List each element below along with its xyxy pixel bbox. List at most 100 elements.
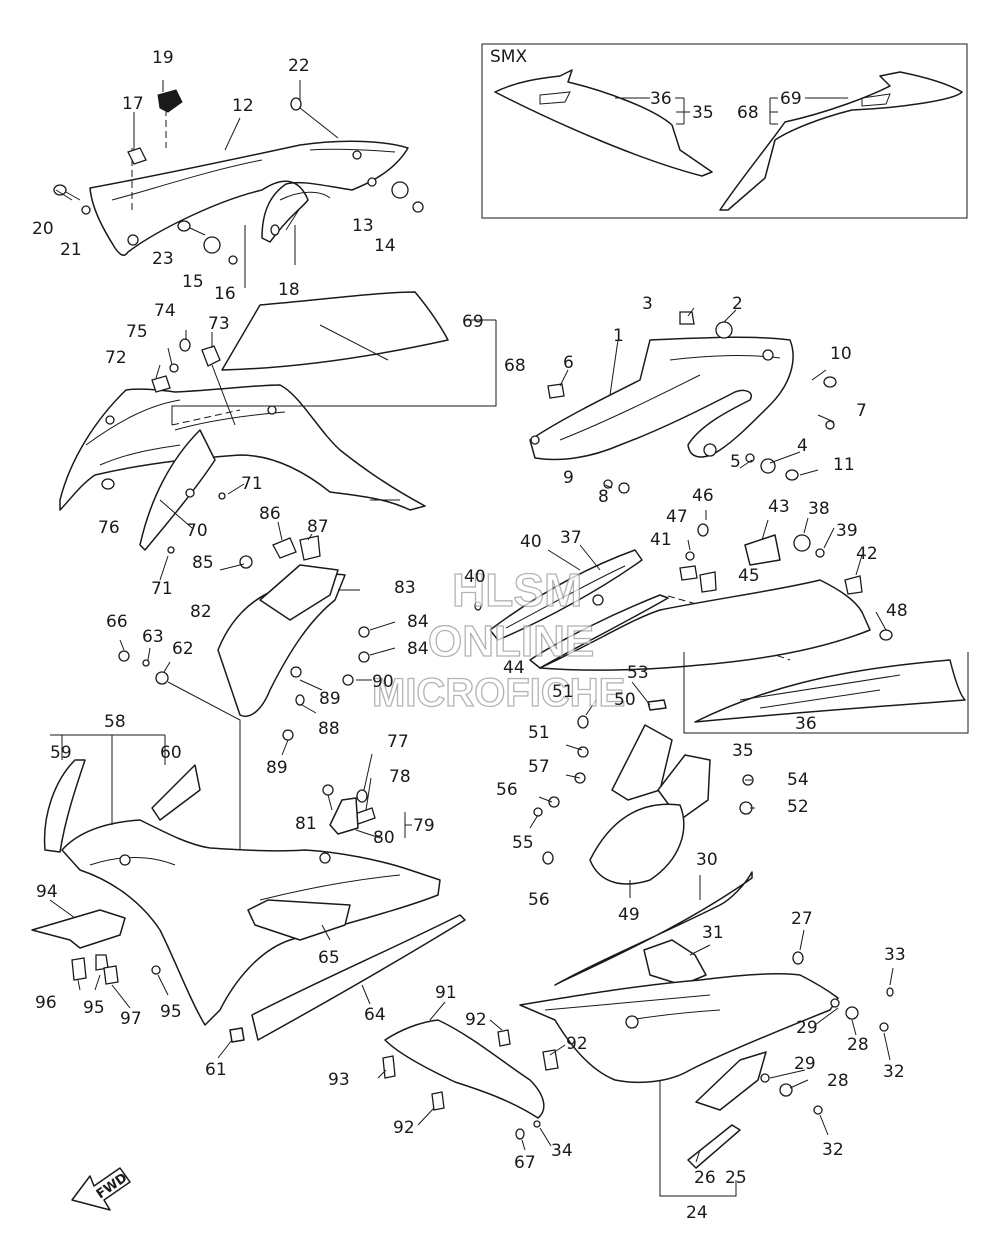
callout-51a: 51 [552,682,574,702]
callout-44: 44 [503,658,525,678]
callout-63: 63 [142,627,164,647]
callout-33: 33 [884,945,906,965]
callout-26: 26 [694,1168,716,1188]
bracket-80 [329,797,359,835]
bolt-33 [886,987,894,997]
callout-83: 83 [394,578,416,598]
bolt-56a [548,796,560,808]
bolt-48 [879,629,893,641]
nut-18 [270,224,280,236]
callout-68: 68 [504,356,526,376]
side-cowling-right [539,523,969,734]
washer-71a [218,492,226,500]
nut-72 [151,375,171,393]
front-cowling-right-1 [529,336,794,461]
smx-right-side-panel [719,71,963,211]
callout-5: 5 [730,452,741,472]
callout-32b: 32 [822,1140,844,1160]
callout-29a: 29 [796,1018,818,1038]
callout-85: 85 [192,553,214,573]
fasteners-side-left [101,338,236,554]
callout-16: 16 [214,284,236,304]
under-cowling-right [519,871,894,1197]
molding-44 [529,594,669,669]
washer-71b [167,546,175,554]
callout-64: 64 [364,1005,386,1025]
clip-87 [299,535,321,561]
grommet-15 [203,236,221,254]
bolt-22 [290,97,302,111]
front-cowling-12 [89,98,409,256]
bolt-66 [118,650,130,662]
bracket-94-group [31,909,161,985]
callout-58: 58 [104,712,126,732]
nut-42 [844,575,863,595]
callout-97: 97 [120,1009,142,1029]
callout-75: 75 [126,322,148,342]
bolt-32a [879,1022,889,1032]
bolt-23 [177,220,191,232]
fastener-96 [71,957,87,981]
callout-7: 7 [856,401,867,421]
callout-20: 20 [32,219,54,239]
callout-21: 21 [60,240,82,260]
clip-73 [201,345,221,367]
inner-panels-right [533,699,754,885]
callout-41: 41 [650,530,672,550]
callout-32a: 32 [883,1062,905,1082]
clip-61 [229,1027,245,1043]
inner-panel-82 [217,573,346,717]
callout-4: 4 [797,436,808,456]
under-cowling-body [61,819,441,1026]
callout-14: 14 [374,236,396,256]
callout-53: 53 [627,663,649,683]
nut-41 [679,565,698,581]
bolt-77 [356,789,368,803]
collar-7 [825,420,835,430]
bolt-88 [295,694,305,706]
callout-87: 87 [307,517,329,537]
bolt-11 [785,469,799,481]
collar-14 [412,201,424,213]
callout-89a: 89 [319,689,341,709]
callout-96: 96 [35,993,57,1013]
bolt-51b [577,746,589,758]
decal-60 [151,764,201,821]
callout-90: 90 [372,672,394,692]
callout-25: 25 [725,1168,747,1188]
callout-36-smx: 36 [650,89,672,109]
callout-40b: 40 [464,567,486,587]
callout-93: 93 [328,1070,350,1090]
bolt-3 [679,311,695,325]
callout-78: 78 [389,767,411,787]
nut-6 [547,383,565,399]
callout-60: 60 [160,743,182,763]
callout-57: 57 [528,757,550,777]
smx-left-panel-emblem [539,91,571,105]
callout-92b: 92 [566,1034,588,1054]
callout-74: 74 [154,301,176,321]
smx-inset: SMX [481,43,968,219]
callout-70: 70 [186,521,208,541]
callout-67: 67 [514,1153,536,1173]
smx-right-panel-emblem [861,93,891,107]
fastener-95b [151,965,161,975]
clip-53 [647,699,667,711]
decal-59 [43,759,86,853]
callout-35-smx: 35 [692,103,714,123]
watermark: HLSM ONLINE MICROFICHE [371,563,626,715]
callout-55: 55 [512,833,534,853]
decal-25 [695,1051,767,1111]
callout-42: 42 [856,544,878,564]
callout-92c: 92 [393,1118,415,1138]
leader-lines [49,80,894,1163]
callout-31: 31 [702,923,724,943]
grommet-28a [845,1006,859,1020]
smx-inset-frame [481,43,968,219]
callout-50: 50 [614,690,636,710]
front-cowling-right-body [529,336,794,461]
callout-9: 9 [563,468,574,488]
collar-55 [533,807,543,817]
callout-10: 10 [830,344,852,364]
grommet-13 [391,181,409,199]
